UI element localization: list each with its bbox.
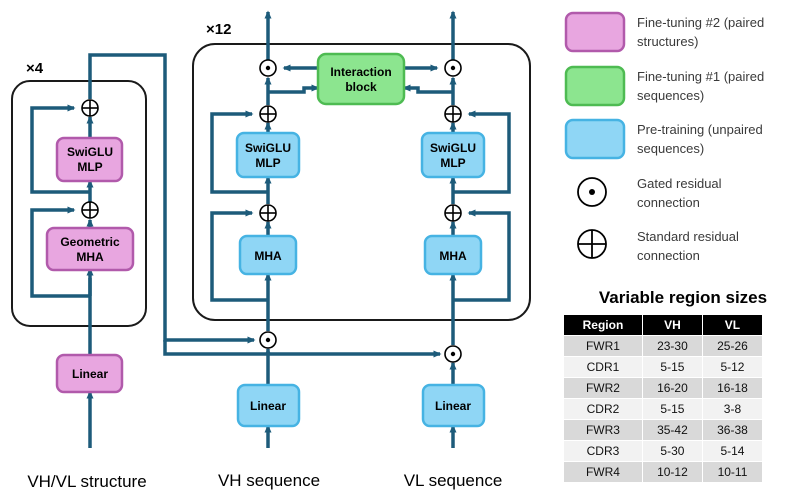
table-cell: 10-11 <box>701 461 764 483</box>
standard-residual-icon <box>81 201 99 219</box>
gated-residual-icon <box>444 345 462 363</box>
mha-vl-label: MHA <box>439 249 467 263</box>
standard-residual-icon <box>259 105 277 123</box>
structure-connections <box>30 53 442 448</box>
table-cell: 16-20 <box>641 377 703 399</box>
mha-vh-label: MHA <box>254 249 282 263</box>
input-vl-label: VL sequence <box>404 471 503 490</box>
legend-pink-label-2: structures) <box>637 34 698 49</box>
gated-residual-icon <box>259 331 277 349</box>
region-size-table: Region VH VL FWR1 23-30 25-26 CDR1 5-15 … <box>563 314 764 483</box>
structure-stack-container <box>11 80 147 327</box>
legend-green-label-2: sequences) <box>637 88 704 103</box>
swiglu-mlp-vh-block <box>235 131 301 179</box>
mha-vl-block <box>423 234 483 276</box>
table-row: CDR1 5-15 5-12 <box>563 356 764 378</box>
swiglu-vl-label-1: SwiGLU <box>430 141 476 155</box>
table-header-cell: VH <box>641 314 703 336</box>
sequence-stack-container <box>192 43 531 321</box>
table-row: FWR4 10-12 10-11 <box>563 461 764 483</box>
linear-vh-label: Linear <box>250 399 286 413</box>
table-cell: 36-38 <box>701 419 764 441</box>
standard-residual-icon <box>444 105 462 123</box>
table-header-cell: Region <box>563 314 643 336</box>
table-cell: CDR3 <box>563 440 643 462</box>
standard-residual-icon <box>81 99 99 117</box>
table-header-row: Region VH VL <box>563 314 764 336</box>
table-cell: FWR3 <box>563 419 643 441</box>
table-cell: 3-8 <box>701 398 764 420</box>
interaction-block <box>316 52 406 106</box>
interaction-label-2: block <box>345 80 377 94</box>
table-cell: CDR2 <box>563 398 643 420</box>
swiglu-vh-label-2: MLP <box>255 156 280 170</box>
legend-blue-label-2: sequences) <box>637 141 704 156</box>
legend-standard-label-2: connection <box>637 248 700 263</box>
swiglu-mlp-structure-block <box>55 136 124 183</box>
input-vh-label: VH sequence <box>218 471 320 490</box>
geometric-mha-label-2: MHA <box>76 250 104 264</box>
linear-vl-block <box>421 383 486 428</box>
gated-residual-icon <box>259 59 277 77</box>
table-row: CDR3 5-30 5-14 <box>563 440 764 462</box>
legend-blue-swatch <box>564 118 626 160</box>
legend-blue-label-1: Pre-training (unpaired <box>637 122 763 137</box>
geometric-mha-block <box>45 226 135 272</box>
mha-vh-block <box>238 234 298 276</box>
legend-green-label-1: Fine-tuning #1 (paired <box>637 69 764 84</box>
swiglu-structure-label-2: MLP <box>77 160 102 174</box>
swiglu-structure-label-1: SwiGLU <box>67 145 113 159</box>
table-cell: 23-30 <box>641 335 703 357</box>
swiglu-mlp-vl-block <box>420 131 486 179</box>
table-row: FWR1 23-30 25-26 <box>563 335 764 357</box>
structure-stack-multiplier: ×4 <box>26 60 44 77</box>
table-cell: 25-26 <box>701 335 764 357</box>
legend-pink-swatch <box>564 11 626 53</box>
table-cell: 5-30 <box>641 440 703 462</box>
table-cell: 5-12 <box>701 356 764 378</box>
linear-structure-label: Linear <box>72 367 108 381</box>
linear-structure-block <box>55 353 124 394</box>
vl-connections <box>402 10 511 448</box>
table-cell: CDR1 <box>563 356 643 378</box>
legend-green-swatch <box>564 65 626 107</box>
linear-vh-block <box>236 383 301 428</box>
legend-standard-label-1: Standard residual <box>637 229 739 244</box>
table-cell: 35-42 <box>641 419 703 441</box>
input-structure-label: VH/VL structure <box>27 472 146 491</box>
legend-gated-label-2: connection <box>637 195 700 210</box>
table-row: FWR2 16-20 16-18 <box>563 377 764 399</box>
table-cell: 5-14 <box>701 440 764 462</box>
table-cell: FWR2 <box>563 377 643 399</box>
table-row: FWR3 35-42 36-38 <box>563 419 764 441</box>
table-cell: 10-12 <box>641 461 703 483</box>
region-table-title: Variable region sizes <box>598 288 768 307</box>
table-header-cell: VL <box>701 314 764 336</box>
table-cell: 5-15 <box>641 398 703 420</box>
interaction-label-1: Interaction <box>330 65 391 79</box>
legend-gated-residual-icon <box>577 177 607 207</box>
standard-residual-icon <box>444 204 462 222</box>
swiglu-vh-label-1: SwiGLU <box>245 141 291 155</box>
legend-pink-label-1: Fine-tuning #2 (paired <box>637 15 764 30</box>
swiglu-vl-label-2: MLP <box>440 156 465 170</box>
table-cell: 16-18 <box>701 377 764 399</box>
standard-residual-icon <box>259 204 277 222</box>
sequence-stack-multiplier: ×12 <box>206 21 231 38</box>
table-cell: FWR1 <box>563 335 643 357</box>
table-cell: FWR4 <box>563 461 643 483</box>
vh-connections <box>210 10 320 448</box>
legend-gated-label-1: Gated residual <box>637 176 722 191</box>
linear-vl-label: Linear <box>435 399 471 413</box>
geometric-mha-label-1: Geometric <box>60 235 120 249</box>
table-row: CDR2 5-15 3-8 <box>563 398 764 420</box>
legend-standard-residual-icon <box>577 229 607 259</box>
table-cell: 5-15 <box>641 356 703 378</box>
gated-residual-icon <box>444 59 462 77</box>
